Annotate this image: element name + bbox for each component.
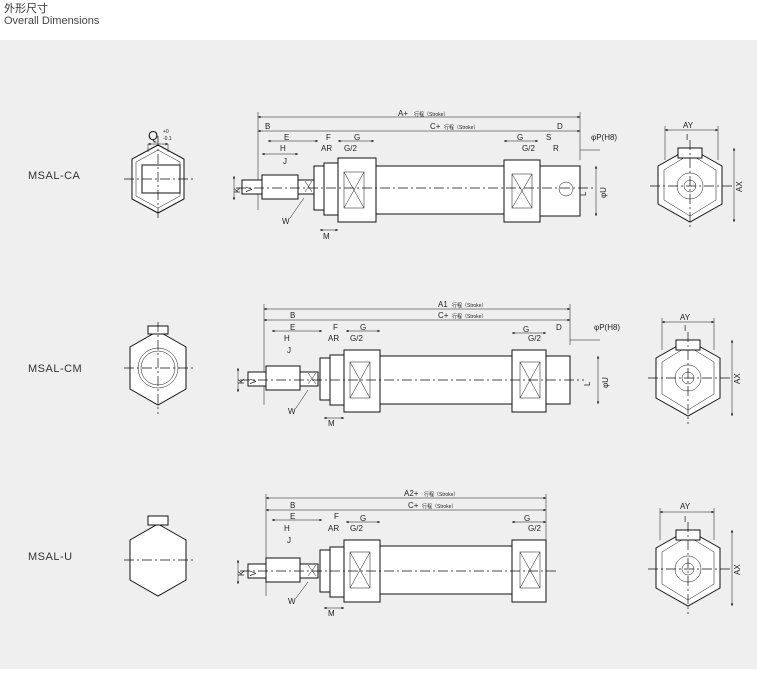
label-s: S — [546, 133, 551, 142]
label-a2-note: 行程（Stroke） — [424, 491, 458, 498]
label-php-cm: φP(H8) — [594, 323, 620, 332]
label-h-cm: H — [284, 334, 290, 343]
label-g1-cm: G — [360, 323, 366, 332]
label-ax-u: AX — [733, 564, 742, 575]
side-view-ca: A+ 行程（Stroke） B C+ 行程（Stroke） D E F G G … — [232, 109, 617, 241]
front-view-ca: Q +0 -0.1 — [124, 128, 194, 220]
label-a: A+ — [398, 109, 408, 118]
row-msal-u: MSAL-U A2+ 行程（Stroke） B C+ 行程（Stroke） E … — [28, 489, 742, 618]
label-h-u: H — [284, 524, 290, 533]
label-c-u: C+ — [408, 501, 419, 510]
label-c-note-u: 行程（Stroke） — [422, 503, 456, 510]
label-c-note: 行程（Stroke） — [444, 124, 478, 131]
front-view-u — [124, 515, 194, 597]
label-ar-u: AR — [328, 524, 339, 533]
label-q-tol-bottom: -0.1 — [163, 136, 172, 142]
label-e: E — [284, 133, 289, 142]
end-view-cm: AY I AX — [648, 313, 742, 424]
label-j: J — [283, 157, 287, 166]
label-g2: G/2 — [522, 144, 535, 153]
dimension-drawing: MSAL-CA Q +0 -0.1 A+ 行程（Stroke） B C+ 行程（… — [28, 109, 744, 618]
label-g2-cm: G/2 — [528, 334, 541, 343]
label-m-cm: M — [328, 419, 335, 428]
label-g2-front-u: G/2 — [350, 524, 363, 533]
label-g1: G — [354, 133, 360, 142]
label-m: M — [323, 232, 330, 241]
label-php: φP(H8) — [591, 133, 617, 142]
title-english: Overall Dimensions — [4, 15, 100, 27]
label-i-u: I — [684, 515, 686, 524]
label-f: F — [326, 133, 331, 142]
label-b-cm: B — [290, 311, 295, 320]
label-q-tol-top: +0 — [163, 129, 169, 135]
label-l-cm: L — [583, 381, 592, 386]
label-ar: AR — [321, 144, 332, 153]
label-k-u: K — [237, 570, 246, 576]
label-v-cm: V — [249, 378, 258, 384]
label-c-cm: C+ — [438, 311, 449, 320]
label-b-u: B — [290, 501, 295, 510]
model-label-msal-ca: MSAL-CA — [28, 170, 81, 182]
label-ay-u: AY — [680, 502, 691, 511]
label-w: W — [282, 217, 290, 226]
label-v-u: V — [249, 570, 258, 576]
label-ay-cm: AY — [680, 313, 691, 322]
label-ar-cm: AR — [328, 334, 339, 343]
label-j-cm: J — [287, 346, 291, 355]
label-ay: AY — [683, 121, 694, 130]
label-d-cm: D — [556, 323, 562, 332]
label-f-cm: F — [333, 323, 338, 332]
front-view-cm — [124, 322, 194, 414]
label-g-cm: G — [523, 325, 529, 334]
label-v: V — [245, 186, 254, 192]
label-r: R — [553, 144, 559, 153]
label-c-note-cm: 行程（Stroke） — [452, 313, 486, 320]
label-j-u: J — [287, 536, 291, 545]
label-k: K — [233, 187, 242, 193]
label-a1-note: 行程（Stroke） — [452, 302, 486, 309]
model-label-msal-u: MSAL-U — [28, 551, 73, 563]
label-a2: A2+ — [404, 489, 419, 498]
label-ax: AX — [735, 181, 744, 192]
label-g2-front-cm: G/2 — [350, 334, 363, 343]
side-view-cm: A1 行程（Stroke） B C+ 行程（Stroke） D E F G G … — [236, 300, 620, 428]
label-g2-front: G/2 — [344, 144, 357, 153]
label-b: B — [265, 122, 270, 131]
label-phu-cm: φU — [601, 377, 610, 388]
model-label-msal-cm: MSAL-CM — [28, 363, 82, 375]
label-f-u: F — [334, 512, 339, 521]
label-g1-u: G — [360, 514, 366, 523]
label-k-cm: K — [237, 378, 246, 384]
label-e-u: E — [290, 512, 295, 521]
label-g: G — [517, 133, 523, 142]
end-view-u: AY I AX — [648, 502, 742, 614]
label-w-u: W — [288, 597, 296, 606]
label-c: C+ — [430, 122, 441, 131]
label-m-u: M — [328, 609, 335, 618]
label-g2-u: G/2 — [528, 524, 541, 533]
end-view-ca: AY I AX — [650, 121, 744, 230]
label-g-u: G — [524, 514, 530, 523]
row-msal-ca: MSAL-CA Q +0 -0.1 A+ 行程（Stroke） B C+ 行程（… — [28, 109, 744, 241]
label-h: H — [280, 144, 286, 153]
label-l: L — [579, 191, 588, 196]
label-d: D — [557, 122, 563, 131]
label-q: Q — [148, 128, 158, 143]
title-chinese: 外形尺寸 — [4, 2, 48, 15]
label-i-cm: I — [684, 324, 686, 333]
side-view-u: A2+ 行程（Stroke） B C+ 行程（Stroke） E F G G H… — [236, 489, 556, 618]
label-e-cm: E — [290, 323, 295, 332]
label-a-note: 行程（Stroke） — [414, 111, 448, 118]
drawing-panel: MSAL-CA Q +0 -0.1 A+ 行程（Stroke） B C+ 行程（… — [0, 40, 757, 669]
label-ax-cm: AX — [733, 373, 742, 384]
label-w-cm: W — [288, 407, 296, 416]
label-i: I — [686, 133, 688, 142]
label-phu: φU — [599, 187, 608, 198]
page-header: 外形尺寸 Overall Dimensions — [4, 2, 99, 28]
label-a1: A1 — [438, 300, 448, 309]
row-msal-cm: MSAL-CM A1 行程（Stroke） B C+ 行程（Stroke） D … — [28, 300, 742, 428]
